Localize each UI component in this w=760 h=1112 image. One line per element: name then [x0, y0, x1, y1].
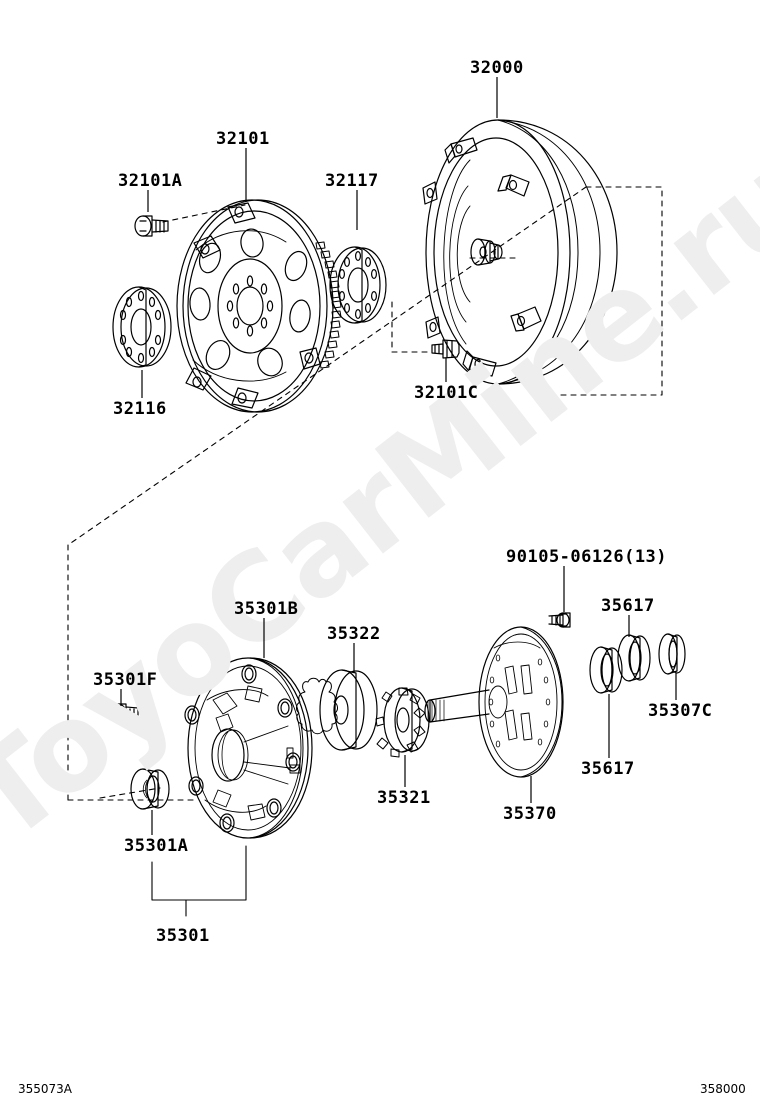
callout-90105-06126: 90105-06126(13) [506, 547, 668, 567]
part-35307C-snap-ring [658, 633, 686, 675]
callout-32101A: 32101A [118, 171, 183, 191]
part-32117-spacer [329, 246, 387, 324]
part-32101A-bolt [134, 215, 169, 237]
part-35321-drive-rotor [375, 687, 430, 758]
callout-32116: 32116 [113, 399, 167, 419]
part-35301B-pump-body [184, 657, 313, 839]
callout-32117: 32117 [325, 171, 379, 191]
part-32116-spacer [112, 286, 172, 368]
part-90105-screw [548, 612, 571, 628]
callout-35370: 35370 [503, 804, 557, 824]
part-35370-stator-shaft [424, 626, 564, 778]
part-35322-driven-rotor [296, 669, 378, 751]
footer-right-code: 358000 [700, 1082, 746, 1096]
part-32101-drive-plate [176, 199, 342, 413]
part-35617-seal-rings [589, 634, 651, 694]
callout-35301F: 35301F [93, 670, 158, 690]
part-35301A-oil-seal [130, 768, 170, 810]
footer-left-code: 355073A [18, 1082, 73, 1096]
callout-35301A: 35301A [124, 836, 189, 856]
callout-35617-upper: 35617 [601, 596, 655, 616]
part-35301F-bolt [109, 703, 151, 723]
assembly-bracket-35301 [151, 845, 247, 917]
callout-35307C: 35307C [648, 701, 713, 721]
assembly-reference-dashes [67, 186, 663, 801]
callout-35322: 35322 [327, 624, 381, 644]
pump-body-bolt-bosses [184, 664, 301, 833]
callout-32101C: 32101C [414, 383, 479, 403]
callout-32000: 32000 [470, 58, 524, 78]
part-32000-torque-converter [422, 119, 618, 385]
callout-32101: 32101 [216, 129, 270, 149]
converter-pilot-hub [470, 238, 503, 266]
callout-35301B: 35301B [234, 599, 299, 619]
converter-mounting-lugs [422, 137, 542, 377]
callout-35617-lower: 35617 [581, 759, 635, 779]
drive-plate-tabs [185, 202, 321, 409]
callout-35301: 35301 [156, 926, 210, 946]
callout-35321: 35321 [377, 788, 431, 808]
